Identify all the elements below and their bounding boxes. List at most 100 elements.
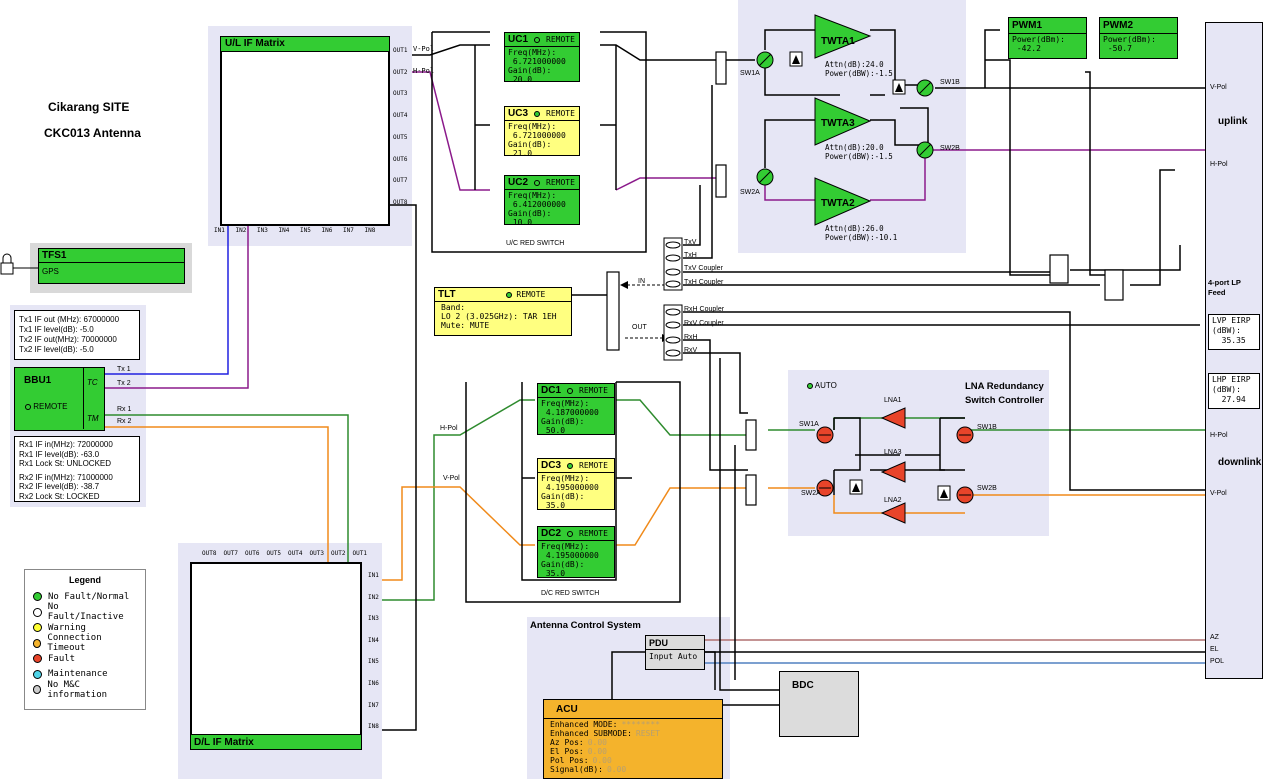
acu-line-key: Enhanced SUBMODE: — [550, 729, 632, 738]
txh-coupler-label: TxH Coupler — [684, 279, 724, 286]
lna-title-2: Switch Controller — [965, 395, 1044, 406]
ul-port-in2: IN2 — [235, 227, 247, 234]
ul-port-in5: IN5 — [300, 227, 311, 234]
lna-panel — [788, 370, 1049, 536]
rx2-if-in: Rx2 IF in(MHz): 71000000 — [19, 472, 113, 482]
acu-line-value: 0.00 — [587, 738, 607, 747]
legend-item-label: Connection Timeout — [47, 633, 102, 654]
acu-box[interactable]: ACU Enhanced MODE:********Enhanced SUBMO… — [543, 699, 723, 779]
twta-sw2a: SW2A — [740, 189, 760, 196]
legend-item: Connection Timeout — [33, 633, 137, 654]
twta2-info: Attn(dB):26.0 Power(dBW):-10.1 — [825, 224, 898, 242]
ul-if-matrix[interactable]: U/L IF Matrix — [220, 36, 390, 226]
dl-port-in1: IN1 — [368, 572, 379, 579]
lna-sw1a: SW1A — [799, 421, 819, 428]
tlt-title: TLT — [438, 289, 456, 300]
dl-matrix-title: D/L IF Matrix — [194, 737, 254, 748]
tlt-remote-icon — [505, 291, 512, 298]
dc3-title: DC3 — [541, 460, 562, 471]
pol-label: POL — [1210, 658, 1225, 665]
rx1-lock: Rx1 Lock St: UNLOCKED — [19, 459, 112, 468]
acu-line-value: RESET — [635, 729, 660, 738]
lhp-eirp: LHP EIRP (dBW): 27.94 — [1208, 373, 1260, 409]
txv-label: TxV — [684, 239, 697, 246]
dl-port-in2: IN2 — [368, 593, 379, 601]
feed-vpol-up: V-Pol — [1210, 84, 1227, 91]
legend-item-label: No Fault/Inactive — [47, 602, 124, 623]
uc3-values: Freq(MHz): 6.721000000 Gain(dB): 21.0 — [508, 122, 566, 158]
rxv-coupler-label: RxV Coupler — [684, 320, 724, 327]
tx2-label: Tx 2 — [117, 380, 131, 387]
ul-port-in8: IN8 — [364, 227, 376, 234]
acu-line: El Pos:0.00 — [550, 747, 716, 756]
dc3-remote: REMOTE — [579, 461, 608, 470]
acu-line-key: El Pos: — [550, 747, 584, 756]
dl-port-in5: IN5 — [368, 658, 379, 666]
tlt-box[interactable]: TLT REMOTE Band: LO 2 (3.025GHz): TAR 1E… — [434, 287, 572, 336]
lna-title-1: LNA Redundancy — [965, 381, 1044, 392]
bbu-rx-info: Rx1 IF in(MHz): 72000000 Rx1 IF level(dB… — [14, 436, 140, 502]
dl-port-out5: OUT5 — [266, 550, 281, 557]
acu-line-value: ******** — [621, 720, 660, 729]
acu-line-value: 0.00 — [587, 747, 607, 756]
uc-red-switch-label: U/C RED SWITCH — [506, 240, 565, 247]
pwm1-box[interactable]: PWM1 Power(dBm): -42.2 — [1008, 17, 1087, 59]
auto-status-icon — [807, 382, 813, 389]
txv-coupler-label: TxV Coupler — [684, 265, 723, 272]
status-dot-icon — [33, 654, 42, 664]
dc2-values: Freq(MHz): 4.195000000 Gain(dB): 35.0 — [541, 542, 599, 578]
ul-port-in6: IN6 — [321, 227, 333, 234]
pwm2-title: PWM2 — [1100, 18, 1177, 34]
dc1-remote: REMOTE — [579, 386, 608, 395]
uc1-remote-icon — [534, 36, 541, 43]
uplink-label: uplink — [1218, 116, 1248, 127]
dl-if-matrix[interactable]: D/L IF Matrix — [190, 562, 362, 750]
el-label: EL — [1210, 646, 1219, 653]
status-dot-icon — [33, 638, 42, 648]
acu-line: Enhanced MODE:******** — [550, 720, 716, 729]
feed-label: 4-port LP Feed — [1208, 278, 1241, 297]
acu-line: Enhanced SUBMODE:RESET — [550, 729, 716, 738]
tfs1-box[interactable]: TFS1 GPS — [38, 248, 185, 284]
bdc-box[interactable]: BDC — [779, 671, 859, 737]
pdu-box[interactable]: PDU Input Auto — [645, 635, 705, 670]
dl-port-out7: OUT7 — [223, 550, 238, 557]
az-label: AZ — [1210, 634, 1219, 641]
legend-title: Legend — [68, 575, 101, 585]
dc2-remote-icon — [567, 530, 574, 537]
uc1-remote: REMOTE — [546, 35, 575, 44]
ul-port-out6: OUT6 — [393, 155, 408, 163]
dl-port-out1: OUT1 — [352, 550, 367, 557]
pwm2-box[interactable]: PWM2 Power(dBm): -50.7 — [1099, 17, 1178, 59]
bbu1-box[interactable]: BBU1 REMOTE TC TM — [14, 367, 105, 431]
legend-item-label: No M&C information — [47, 679, 108, 700]
twta1-title[interactable]: TWTA1 — [821, 36, 855, 47]
lna-auto-label: AUTO — [814, 381, 837, 390]
coupler-in-label: IN — [638, 278, 645, 285]
antenna-name: CKC013 Antenna — [44, 126, 141, 140]
ul-port-out7: OUT7 — [393, 177, 408, 185]
twta3-title[interactable]: TWTA3 — [821, 118, 855, 129]
twta2-title[interactable]: TWTA2 — [821, 198, 855, 209]
dl-port-out8: OUT8 — [202, 550, 217, 557]
uc2-remote-icon — [534, 179, 541, 186]
lna1-label[interactable]: LNA1 — [884, 397, 902, 404]
acu-line: Pol Pos:0.00 — [550, 756, 716, 765]
lna2-label[interactable]: LNA2 — [884, 497, 902, 504]
ul-matrix-title: U/L IF Matrix — [221, 37, 389, 52]
dc-red-switch-label: D/C RED SWITCH — [541, 590, 600, 597]
tx1-label: Tx 1 — [117, 366, 131, 373]
dl-port-in8: IN8 — [368, 723, 379, 731]
dc1-title: DC1 — [541, 385, 562, 396]
bbu1-tm: TM — [87, 414, 99, 423]
lna3-label[interactable]: LNA3 — [884, 449, 902, 456]
uc1-title: UC1 — [508, 34, 529, 45]
bbu1-remote-label: REMOTE — [33, 402, 68, 411]
